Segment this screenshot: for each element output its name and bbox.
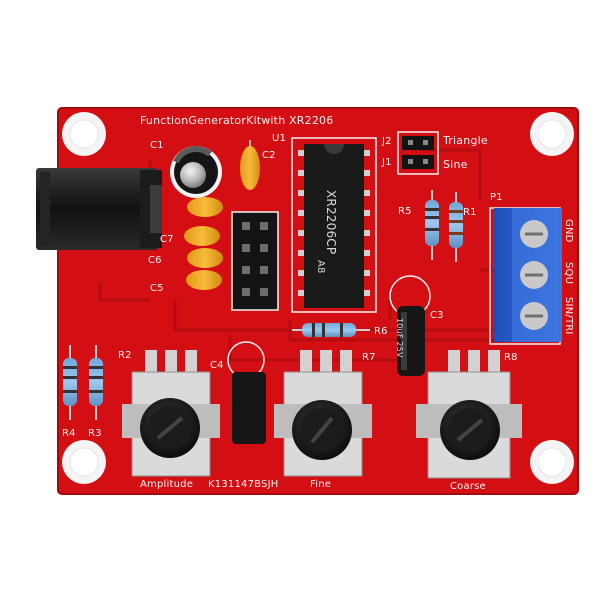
label-u1: U1: [272, 133, 287, 144]
label-r5: R4: [62, 428, 76, 439]
resistors-r5-r3: [63, 345, 103, 420]
label-j2: J2: [382, 136, 392, 147]
capacitor-c4: [227, 341, 266, 444]
ic-suffix: A8: [315, 260, 326, 274]
label-r1: R1: [463, 207, 477, 218]
label-c7: C7: [160, 234, 174, 245]
label-sine: Sine: [443, 158, 468, 171]
label-c2: C2: [262, 150, 276, 161]
resistors-r4-r1: [425, 190, 463, 262]
label-amplitude: Amplitude: [140, 479, 194, 490]
label-c1: C1: [150, 140, 164, 151]
label-p1: P1: [490, 192, 503, 203]
label-r2: R2: [118, 350, 132, 361]
screw-terminal: [489, 207, 562, 345]
ic-part-number: XR2206CP: [324, 190, 338, 255]
label-coarse: Coarse: [450, 481, 486, 492]
capacitor-c1: [170, 146, 222, 198]
label-model-code: K131147BSJH: [208, 479, 279, 490]
jumper-headers: [397, 131, 439, 175]
mounting-holes: [62, 112, 574, 484]
potentiometer-r8: [416, 350, 522, 479]
terminal-pin-gnd: GND: [563, 219, 574, 243]
label-c3: C3: [430, 310, 444, 321]
label-c6: C6: [148, 255, 162, 266]
potentiometer-r7: [274, 350, 372, 477]
terminal-pin-sintri: SIN/TRI: [563, 297, 574, 335]
ic-xr2206: [291, 137, 377, 313]
terminal-pin-squ: SQU: [563, 262, 574, 285]
pin-header: [231, 211, 279, 311]
label-r6: R6: [374, 326, 388, 337]
capacitor-c2: [240, 140, 260, 190]
c3-rating: 10uF 25V: [395, 318, 404, 358]
label-c5: C5: [150, 283, 164, 294]
label-fine: Fine: [310, 479, 332, 490]
label-j1: J1: [382, 157, 392, 168]
ceramic-capacitors: [184, 197, 223, 290]
resistor-r6: [292, 323, 370, 337]
capacitor-c3: [389, 275, 431, 376]
label-triangle: Triangle: [443, 134, 488, 147]
label-r7: R7: [362, 352, 376, 363]
label-r3: R3: [88, 428, 102, 439]
dc-power-jack: [36, 168, 162, 250]
label-c4: C4: [210, 360, 224, 371]
board-title: FunctionGeneratorKitwith XR2206: [140, 114, 334, 127]
label-r8: R8: [504, 352, 518, 363]
label-r4: R5: [398, 206, 412, 217]
potentiometer-r2: [122, 350, 220, 477]
